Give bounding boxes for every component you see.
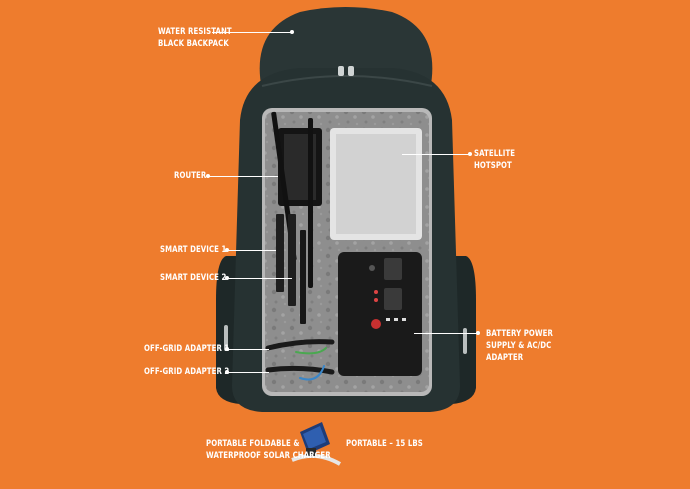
solar-panel-icon: [291, 422, 342, 466]
label-satellite-hotspot: SATELLITE HOTSPOT: [474, 148, 515, 172]
leader-dot-off-grid-1: [225, 347, 229, 351]
leader-battery: [414, 333, 478, 334]
zipper-pull-right: [348, 66, 354, 76]
backpack-zipper: [261, 75, 433, 87]
leader-smart-1: [228, 250, 276, 251]
zipper-pull-left: [338, 66, 344, 76]
leader-off-grid-1: [227, 349, 269, 350]
leader-dot-router: [206, 174, 210, 178]
label-backpack: WATER RESISTANT BLACK BACKPACK: [158, 26, 232, 50]
label-off-grid-adapter-2: OFF-GRID ADAPTER 2: [144, 367, 230, 377]
label-battery-line3: ADAPTER: [486, 353, 524, 363]
label-battery-power: BATTERY POWER SUPPLY & AC/DC ADAPTER: [486, 328, 553, 364]
side-zipper-right: [463, 328, 467, 354]
battery-power-supply: [338, 252, 422, 376]
leader-dot-smart-2: [225, 276, 229, 280]
label-battery-line1: BATTERY POWER: [486, 329, 553, 339]
leader-dot-smart-1: [225, 248, 229, 252]
label-solar-line2: WATERPROOF SOLAR CHARGER: [206, 451, 331, 461]
label-battery-line2: SUPPLY & AC/DC: [486, 341, 552, 351]
label-off-grid-adapter-1: OFF-GRID ADAPTER 1: [144, 344, 230, 354]
label-backpack-line1: WATER RESISTANT: [158, 27, 232, 37]
label-backpack-line2: BLACK BACKPACK: [158, 39, 229, 49]
leader-satellite: [402, 154, 470, 155]
leader-dot-off-grid-2: [225, 370, 229, 374]
side-zipper-left: [224, 325, 228, 351]
label-router: ROUTER: [174, 171, 207, 181]
label-portable-weight: PORTABLE – 15 LBS: [346, 439, 423, 449]
label-satellite-line1: SATELLITE: [474, 149, 516, 159]
label-solar-charger: PORTABLE FOLDABLE & WATERPROOF SOLAR CHA…: [206, 438, 331, 462]
label-satellite-line2: HOTSPOT: [474, 161, 512, 171]
leader-off-grid-2: [227, 372, 269, 373]
off-grid-adapters: [265, 339, 335, 381]
label-solar-line1: PORTABLE FOLDABLE &: [206, 439, 300, 449]
leader-router: [208, 176, 278, 177]
leader-dot-satellite: [468, 152, 472, 156]
satellite-hotspot-device: [330, 128, 422, 240]
leader-dot-backpack: [290, 30, 294, 34]
leader-dot-battery: [476, 331, 480, 335]
leader-smart-2: [228, 278, 292, 279]
smart-devices: [276, 214, 306, 324]
leader-backpack: [212, 32, 292, 33]
label-smart-device-2: SMART DEVICE 2: [160, 273, 227, 283]
label-smart-device-1: SMART DEVICE 1: [160, 245, 227, 255]
